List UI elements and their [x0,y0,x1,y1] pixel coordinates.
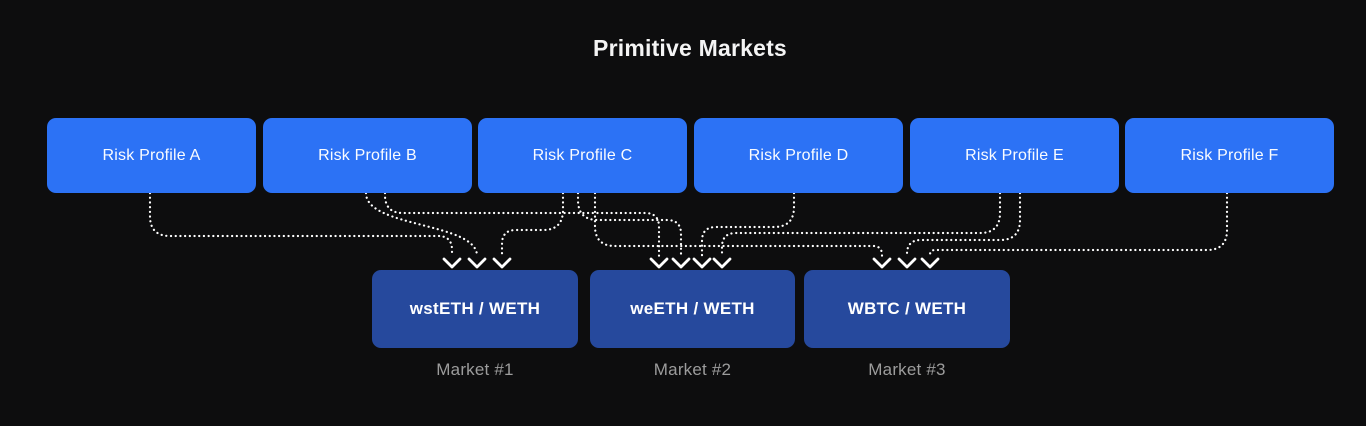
market-box-3: WBTC / WETH [804,270,1010,348]
market-pair-label: weETH / WETH [630,299,755,318]
arrowhead-chevron-icon [649,257,669,269]
risk-profile-box-a: Risk Profile A [47,118,256,193]
connector-line [383,191,661,258]
arrowhead-chevron-icon [872,257,892,269]
market-box-1: wstETH / WETH [372,270,578,348]
diagram-title: Primitive Markets [593,35,787,61]
connector-line [364,191,479,258]
risk-profile-label: Risk Profile A [102,146,201,164]
connector-line [905,191,1022,258]
risk-profile-box-e: Risk Profile E [910,118,1119,193]
risk-profile-label: Risk Profile B [318,146,417,164]
market-box-2: weETH / WETH [590,270,795,348]
risk-profile-box-c: Risk Profile C [478,118,687,193]
risk-profile-box-f: Risk Profile F [1125,118,1334,193]
connector-line [576,191,683,258]
connector-line [593,191,884,258]
arrowhead-chevron-icon [920,257,940,269]
arrowhead-chevron-icon [712,257,732,269]
connector-line [148,191,454,258]
arrowhead-group [442,257,940,269]
market-caption-3: Market #3 [868,360,946,379]
risk-profile-label: Risk Profile E [965,146,1064,164]
risk-profile-label: Risk Profile D [748,146,849,164]
risk-profile-box-d: Risk Profile D [694,118,903,193]
risk-profile-label: Risk Profile C [532,146,633,164]
connector-line [700,191,796,258]
risk-profile-label: Risk Profile F [1180,146,1279,164]
market-pair-label: WBTC / WETH [847,299,967,318]
arrowhead-chevron-icon [492,257,512,269]
arrowhead-chevron-icon [467,257,487,269]
market-caption-2: Market #2 [653,360,732,379]
risk-profile-box-b: Risk Profile B [263,118,472,193]
arrowhead-chevron-icon [442,257,462,269]
arrowhead-chevron-icon [897,257,917,269]
dotted-connector-group [148,191,1229,258]
connector-line [928,191,1229,258]
market-pair-label: wstETH / WETH [409,299,541,318]
arrowhead-chevron-icon [671,257,691,269]
connector-line [720,191,1002,258]
connector-line [500,191,565,258]
market-caption-1: Market #1 [436,360,514,379]
arrowhead-chevron-icon [692,257,712,269]
